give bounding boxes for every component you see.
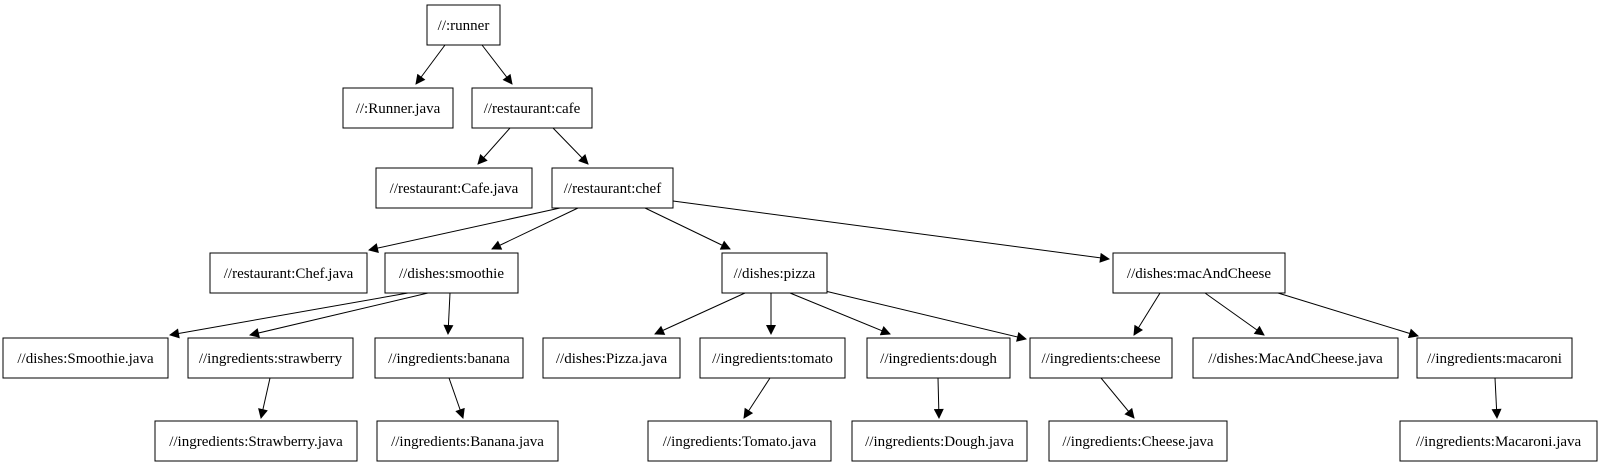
edges-layer [169,44,1502,419]
node-pizza-java: //dishes:Pizza.java [542,337,681,379]
node-box [471,87,593,129]
edge-strawberry-to-strawberry_java [258,377,271,419]
node-box [209,252,368,294]
edge-macandcheese-to-cheese [1133,292,1161,336]
node-label: //dishes:Pizza.java [556,351,668,367]
node-box [426,4,501,46]
node-label: //restaurant:Chef.java [224,266,354,282]
node-label: //ingredients:banana [388,351,510,367]
node-label: //dishes:pizza [734,266,816,282]
node-box [1416,337,1573,379]
edge-macandcheese-to-macaroni [1277,292,1419,339]
edge-pizza-to-cheese [824,290,1027,342]
node-tomato-java: //ingredients:Tomato.java [647,420,832,462]
node-box [187,337,354,379]
edge-chef-to-chef_java [368,207,561,253]
node-box [1112,252,1286,294]
node-label: //ingredients:dough [880,351,997,367]
node-label: //dishes:Smoothie.java [17,351,154,367]
node-label: //ingredients:tomato [712,351,833,367]
edge-dough-to-dough_java [933,377,944,419]
node-label: //ingredients:Dough.java [865,434,1014,450]
edge-pizza-to-pizza_java [654,292,746,335]
node-runner: //:runner [426,4,501,46]
edge-tomato-to-tomato_java [743,377,771,419]
edge-banana-to-banana_java [448,377,465,419]
node-label: //ingredients:Banana.java [391,434,544,450]
node-smoothie-java: //dishes:Smoothie.java [2,337,169,379]
node-label: //dishes:MacAndCheese.java [1208,351,1383,367]
node-pizza: //dishes:pizza [721,252,828,294]
node-tomato: //ingredients:tomato [699,337,846,379]
node-cafe: //restaurant:cafe [471,87,593,129]
node-box [376,420,559,462]
node-label: //:Runner.java [356,101,441,117]
edge-smoothie-to-strawberry [249,292,429,338]
node-macaroni: //ingredients:macaroni [1416,337,1573,379]
node-dough: //ingredients:dough [866,337,1011,379]
node-label: //dishes:smoothie [399,266,504,282]
node-box [851,420,1028,462]
edge-macaroni-to-macaroni_java [1491,377,1502,419]
node-strawberry-java: //ingredients:Strawberry.java [154,420,358,462]
edge-cheese-to-cheese_java [1100,377,1135,419]
edge-runner-to-runner_java [415,44,446,85]
edge-smoothie-to-banana [443,292,454,335]
node-runner-java: //:Runner.java [342,87,454,129]
node-label: //ingredients:Strawberry.java [169,434,343,450]
node-chef: //restaurant:chef [551,167,674,209]
edge-cafe-to-chef [552,127,589,165]
edge-chef-to-pizza [644,207,731,250]
node-label: //dishes:macAndCheese [1127,266,1271,282]
node-box [721,252,828,294]
node-smoothie: //dishes:smoothie [384,252,519,294]
edge-macandcheese-to-macandcheese_java [1204,292,1265,336]
node-cheese-java: //ingredients:Cheese.java [1048,420,1228,462]
edge-pizza-to-dough [789,292,891,336]
node-dough-java: //ingredients:Dough.java [851,420,1028,462]
node-strawberry: //ingredients:strawberry [187,337,354,379]
node-label: //restaurant:Cafe.java [390,181,519,197]
node-box [647,420,832,462]
node-label: //ingredients:strawberry [199,351,343,367]
node-box [384,252,519,294]
node-label: //ingredients:cheese [1041,351,1160,367]
node-macaroni-java: //ingredients:Macaroni.java [1399,420,1598,462]
edge-runner-to-cafe [481,44,513,85]
edge-chef-to-smoothie [491,207,579,250]
node-box [342,87,454,129]
node-label: //restaurant:chef [564,181,661,197]
node-box [1192,337,1399,379]
node-label: //ingredients:Macaroni.java [1416,434,1582,450]
node-cafe-java: //restaurant:Cafe.java [375,167,533,209]
node-box [374,337,524,379]
node-banana-java: //ingredients:Banana.java [376,420,559,462]
node-label: //ingredients:Cheese.java [1062,434,1214,450]
edge-smoothie-to-smoothie_java [169,292,409,339]
node-label: //ingredients:macaroni [1427,351,1562,367]
node-box [2,337,169,379]
node-macandcheese: //dishes:macAndCheese [1112,252,1286,294]
node-chef-java: //restaurant:Chef.java [209,252,368,294]
node-label: //ingredients:Tomato.java [663,434,817,450]
node-box [699,337,846,379]
node-box [866,337,1011,379]
node-banana: //ingredients:banana [374,337,524,379]
node-box [1048,420,1228,462]
node-label: //restaurant:cafe [484,101,581,117]
node-cheese: //ingredients:cheese [1029,337,1173,379]
node-box [551,167,674,209]
node-box [542,337,681,379]
node-label: //:runner [438,18,490,34]
node-box [154,420,358,462]
edge-cafe-to-cafe_java [477,127,511,165]
edge-chef-to-macandcheese [672,200,1110,263]
node-box [375,167,533,209]
nodes-layer: //:runner //:Runner.java //restaurant:ca… [2,4,1598,462]
node-box [1029,337,1173,379]
node-box [1399,420,1598,462]
node-macandcheese-java: //dishes:MacAndCheese.java [1192,337,1399,379]
